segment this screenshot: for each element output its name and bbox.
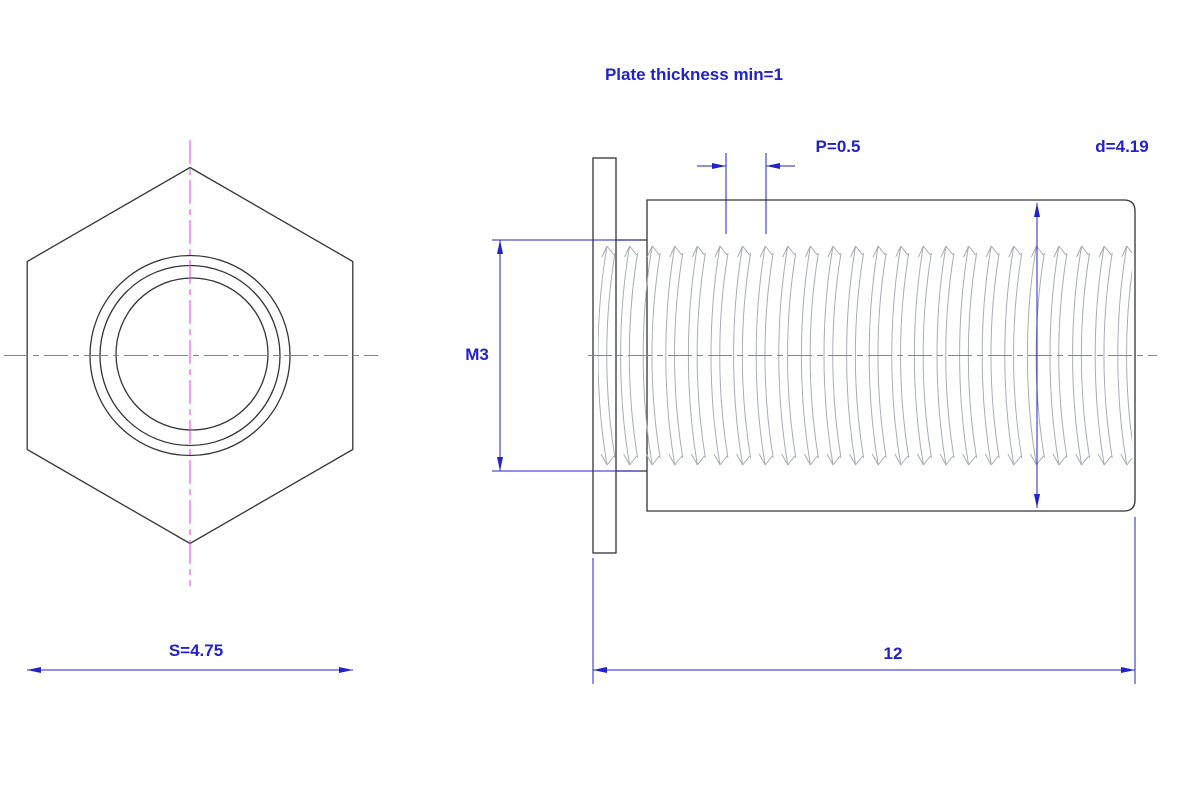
dimension-shank-diameter: d=4.19 [1034, 137, 1149, 508]
thread-helix-line [1094, 245, 1113, 466]
plate-thickness-note: Plate thickness min=1 [605, 65, 783, 84]
dimension-across-flats: S=4.75 [27, 641, 353, 673]
dimension-thread-size: M3 [465, 239, 640, 472]
thread-hole-minor-circle [115, 277, 269, 431]
side-view [588, 157, 1157, 554]
thread-size-label: M3 [465, 345, 489, 364]
front-view [4, 140, 378, 586]
dimension-pitch: P=0.5 [697, 137, 860, 234]
body-length-label: 12 [884, 644, 903, 663]
dimension-body-length: 12 [592, 517, 1136, 684]
across-flats-label: S=4.75 [169, 641, 223, 660]
dimension-plate-note: Plate thickness min=1 [605, 65, 783, 84]
shank-diameter-label: d=4.19 [1095, 137, 1148, 156]
pitch-label: P=0.5 [816, 137, 861, 156]
